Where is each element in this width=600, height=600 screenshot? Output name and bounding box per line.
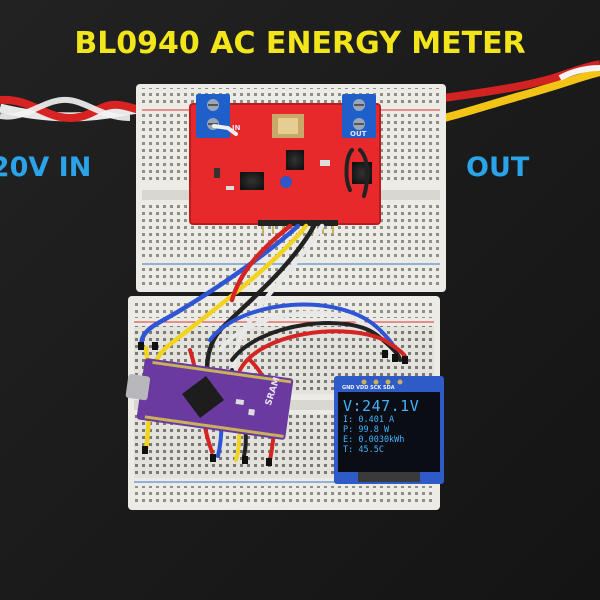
input-label: 220V IN xyxy=(0,152,92,183)
bl0940-module xyxy=(189,94,381,234)
photo-title: BL0940 AC ENERGY METER xyxy=(74,26,526,61)
out-terminal-mark: OUT xyxy=(350,130,367,138)
voltage-reading: V:247.1V xyxy=(343,397,420,415)
current-reading: I: 0.401 A xyxy=(343,415,395,425)
oled-screen: V:247.1V I: 0.401 A P: 99.8 W E: 0.0030k… xyxy=(343,397,435,489)
in-terminal-mark: IN xyxy=(232,124,241,132)
output-label: OUT xyxy=(466,152,530,183)
module-jumpers xyxy=(212,124,370,198)
arduino-nano xyxy=(125,358,294,440)
temperature-reading: T: 45.5C xyxy=(343,445,384,455)
input-terminal-block xyxy=(196,94,230,138)
output-terminal-block xyxy=(342,94,376,138)
oled-pin-mark: GND VDD SCK SDA xyxy=(342,385,395,391)
wire-end-caps xyxy=(138,342,408,466)
oled-module xyxy=(334,376,444,484)
energy-reading: E: 0.0030kWh xyxy=(343,435,405,445)
power-reading: P: 99.8 W xyxy=(343,425,390,435)
